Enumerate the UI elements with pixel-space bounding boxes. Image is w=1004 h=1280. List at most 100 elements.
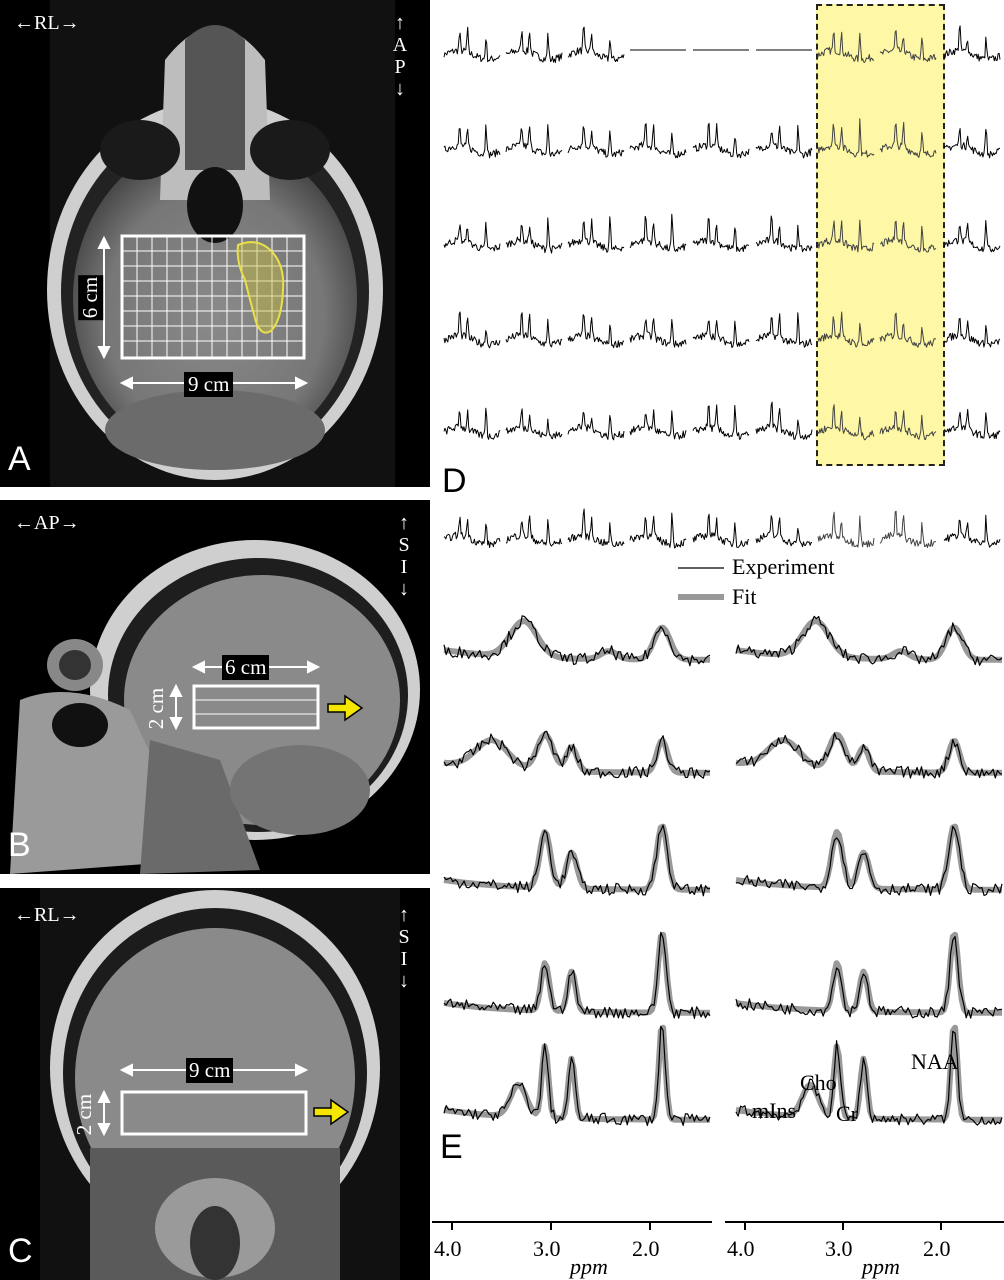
panel-letter: C [8,1232,33,1270]
voxel-spectrum [505,515,563,547]
voxel-spectrum [943,220,1001,253]
arrow-icon [327,694,364,722]
voxel-spectrum [692,218,750,252]
tick-2-right: 2.0 [923,1236,951,1261]
voxel-spectrum [755,401,813,440]
voxel-spectrum [755,124,813,159]
panel-letter-e: E [440,1128,463,1166]
orientation-rl: ←RL→ [14,12,80,34]
tick-2-left: 2.0 [632,1236,660,1261]
voxel-spectrum [629,409,687,440]
voxel-spectrum [567,126,625,158]
voxel-spectrum [567,216,625,253]
orientation-ap: ←AP→ [14,512,80,534]
voxel-spectrum [629,213,687,252]
peak-label-mins: mIns [752,1098,796,1123]
voxel-spectrum [817,404,875,441]
legend-experiment: Experiment [732,554,835,579]
voxel-spectrum [879,220,937,253]
legend-swatches [678,567,724,600]
voxel-spectrum [629,123,687,159]
legend-fit: Fit [732,584,757,609]
width-label: 6 cm [222,655,270,680]
voxel-spectrum [629,512,687,549]
orientation-si: ↑ S I ↓ [398,512,410,600]
axial-brain-image [47,0,395,487]
voxel-spectrum [505,217,563,254]
voxel-grid [97,234,309,390]
voxel-spectrum [443,26,501,63]
width-label: 9 cm [184,372,234,397]
voxel-spectrum [817,118,875,158]
panel-letter: B [8,826,31,864]
experiment-trace [735,732,1003,779]
experiment-trace [443,1025,711,1126]
panel-d-highlight-column [816,4,945,466]
panel-c-coronal-mri: 9 cm 2 cm ←RL→ ↑ S I ↓ C [0,888,430,1280]
arrow-icon [313,1098,350,1126]
voxel-spectrum [443,311,501,349]
experiment-trace [735,936,1003,1019]
experiment-trace [735,825,1003,897]
voxel-spectrum [879,312,937,348]
tick-4-right: 4.0 [727,1236,755,1261]
tick-3-right: 3.0 [825,1236,853,1261]
tick-4-left: 4.0 [434,1236,462,1261]
peak-label-naa: NAA [911,1049,959,1074]
voxel-spectrum [755,215,813,253]
voxel-spectrum [943,408,1001,440]
voxel-spectrum [505,312,563,348]
experiment-trace [443,615,711,667]
voxel-spectrum [943,514,1001,548]
voxel-spectrum [817,31,875,63]
tick-3-left: 3.0 [533,1236,561,1261]
voxel-spectrum [943,318,1001,348]
voxel-spectrum [755,515,813,548]
voxel-spectrum [567,411,625,441]
voxel-spectrum [692,404,750,440]
voxel-spectrum [505,124,563,157]
panel-b-sagittal-mri: 6 cm 2 cm ←AP→ ↑ S I ↓ B [0,500,430,874]
voxel-spectrum [879,510,937,549]
axis-label-left: ppm [570,1254,608,1279]
voxel-spectrum [629,318,687,348]
voxel-spectrum [755,312,813,348]
voxel-spectrum [567,508,625,547]
slab-box [97,1063,350,1137]
voxel-spectrum [879,410,937,440]
voxel-spectrum [505,408,563,440]
voxel-spectrum [879,121,937,158]
voxel-spectrum [567,314,624,349]
width-label: 9 cm [186,1058,234,1083]
slab-box [169,660,364,731]
orientation-si: ↑ S I ↓ [398,904,410,992]
panel-a-axial-mri: 6 cm 9 cm ←RL→ ↑ A P ↓ A [0,0,430,487]
voxel-spectrum [817,511,875,548]
experiment-trace [443,824,711,897]
voxel-spectrum [443,516,501,549]
axis-label-right: ppm [862,1254,900,1279]
voxel-spectrum [943,128,1001,159]
voxel-spectrum [443,221,501,252]
panel-letter-d: D [442,462,467,500]
voxel-spectrum [443,407,501,440]
panel-d-spectra-grid [443,25,1001,549]
voxel-spectrum [692,513,750,548]
orientation-ap: ↑ A P ↓ [392,12,408,100]
voxel-spectrum [817,311,875,348]
panel-letter: A [8,440,31,478]
orientation-rl: ←RL→ [14,904,80,926]
experiment-trace [735,1030,1003,1126]
peak-label-cho: Cho [800,1070,837,1095]
hippocampus-roi [236,241,285,334]
voxel-spectrum [505,31,563,63]
voxel-spectrum [879,30,937,62]
experiment-trace [735,615,1003,666]
voxel-spectrum [443,124,501,159]
experiment-trace [443,730,711,779]
voxel-spectrum [943,25,1001,62]
voxel-spectrum [692,122,750,159]
voxel-spectrum [692,320,750,349]
voxel-spectrum [817,219,875,253]
